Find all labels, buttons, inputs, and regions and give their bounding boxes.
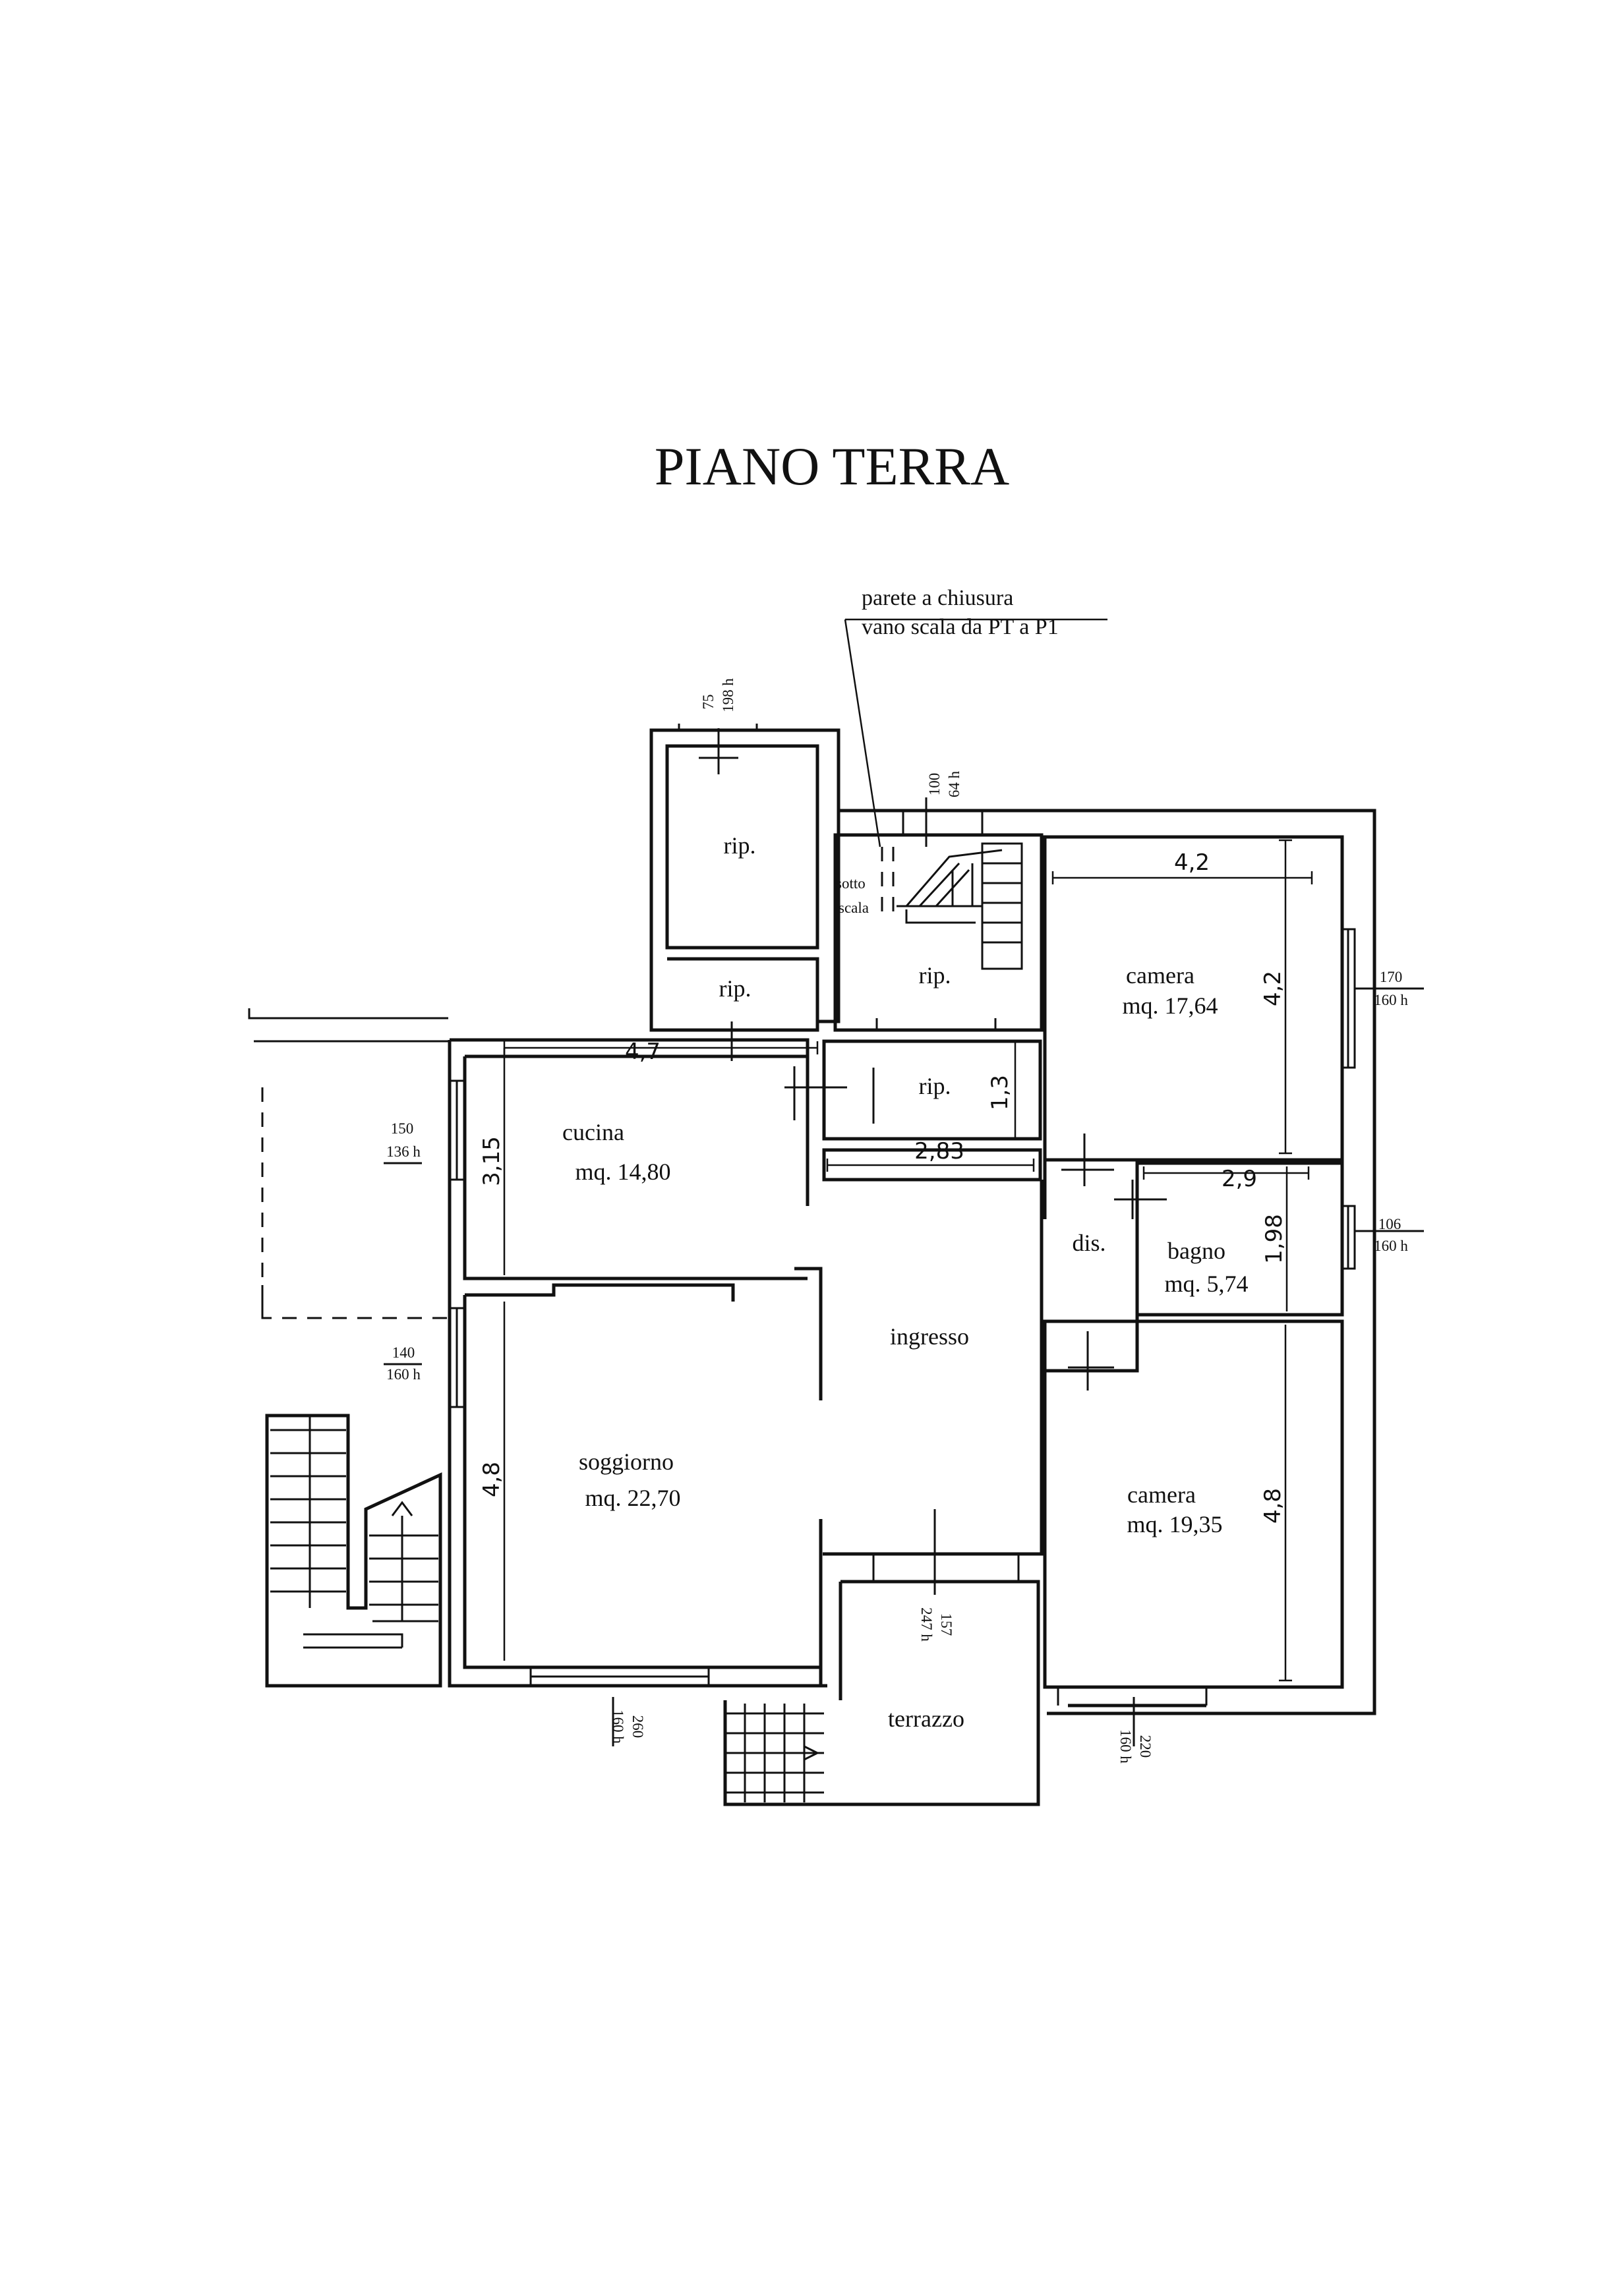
dim-corridor-width: 2,83 — [914, 1138, 964, 1164]
room-sotto-scala-2: scala — [839, 900, 869, 916]
note-line-1: parete a chiusura — [862, 586, 1013, 610]
opening-camera1: 170 160 h — [1374, 969, 1408, 1008]
svg-text:247 h: 247 h — [918, 1607, 935, 1642]
sotto-scala-dashed-wall — [881, 847, 895, 913]
stair-treads-terrazzo — [725, 1704, 824, 1802]
dim-camera1-height: 4,2 — [1260, 971, 1286, 1006]
room-rip-small: rip. — [719, 975, 752, 1002]
svg-text:150: 150 — [391, 1120, 414, 1137]
room-rip-stair: rip. — [919, 962, 951, 989]
stair-treads-west — [270, 1417, 438, 1649]
opening-bagno: 106 160 h — [1374, 1216, 1408, 1254]
room-rip-top: rip. — [724, 832, 756, 859]
svg-text:160 h: 160 h — [1117, 1729, 1134, 1764]
door-marks — [384, 728, 1424, 1746]
svg-text:136 h: 136 h — [386, 1143, 421, 1160]
room-ingresso: ingresso — [890, 1323, 969, 1350]
svg-text:160 h: 160 h — [610, 1709, 626, 1744]
room-sotto-scala-1: sotto — [836, 875, 866, 892]
opening-camera2-south: 220 160 h — [1117, 1729, 1154, 1764]
svg-text:160 h: 160 h — [1374, 992, 1408, 1008]
room-camera2-name: camera — [1127, 1481, 1196, 1508]
dim-camera1-width: 4,2 — [1174, 849, 1210, 876]
windows — [450, 724, 1356, 1706]
opening-terrazzo: 157 247 h — [918, 1607, 955, 1642]
svg-text:160 h: 160 h — [1374, 1238, 1408, 1254]
dim-soggiorno-height: 4,8 — [479, 1462, 505, 1497]
svg-text:198 h: 198 h — [720, 678, 736, 712]
dim-cucina-width: 4,7 — [625, 1039, 661, 1065]
svg-text:100: 100 — [926, 773, 943, 796]
svg-text:160 h: 160 h — [386, 1366, 421, 1383]
room-camera1-name: camera — [1126, 962, 1194, 989]
room-terrazzo: terrazzo — [888, 1706, 964, 1732]
svg-text:106: 106 — [1378, 1216, 1401, 1232]
room-soggiorno-area: mq. 22,70 — [585, 1485, 680, 1511]
svg-text:170: 170 — [1380, 969, 1403, 985]
stair-treads-top — [897, 842, 1023, 970]
opening-soggiorno-south: 260 160 h — [610, 1709, 646, 1744]
room-camera1-area: mq. 17,64 — [1122, 992, 1218, 1019]
dim-bagno-width: 2,9 — [1222, 1166, 1257, 1192]
opening-stair: 100 64 h — [926, 770, 962, 797]
svg-text:157: 157 — [938, 1613, 955, 1636]
room-bagno-area: mq. 5,74 — [1164, 1271, 1248, 1297]
room-soggiorno-name: soggiorno — [579, 1449, 674, 1475]
room-cucina-name: cucina — [562, 1119, 624, 1145]
svg-text:260: 260 — [630, 1715, 646, 1738]
svg-text:75: 75 — [700, 695, 717, 710]
dim-camera2-height: 4,8 — [1260, 1488, 1286, 1524]
room-camera2-area: mq. 19,35 — [1127, 1511, 1222, 1537]
room-rip-mid: rip. — [919, 1073, 951, 1099]
dim-cucina-height: 3,15 — [479, 1136, 505, 1186]
room-bagno-name: bagno — [1167, 1238, 1225, 1264]
note-leader — [844, 618, 1107, 847]
svg-text:140: 140 — [392, 1344, 415, 1361]
opening-soggiorno-west: 140 160 h — [386, 1344, 421, 1383]
opening-cucina: 150 136 h — [386, 1120, 421, 1160]
note-line-2: vano scala da PT a P1 — [862, 615, 1059, 639]
svg-text:220: 220 — [1137, 1735, 1154, 1758]
room-dis: dis. — [1072, 1230, 1105, 1256]
opening-top: 75 198 h — [700, 678, 736, 712]
walls — [265, 728, 1376, 1806]
dim-bagno-height: 1,98 — [1261, 1214, 1287, 1264]
room-cucina-area: mq. 14,80 — [575, 1159, 670, 1185]
dim-rip-height: 1,3 — [987, 1075, 1013, 1110]
dashed-outline-west — [248, 1008, 450, 1319]
svg-text:64 h: 64 h — [946, 770, 962, 797]
dimension-lines — [503, 839, 1313, 1682]
plan-title: PIANO TERRA — [655, 436, 1009, 496]
